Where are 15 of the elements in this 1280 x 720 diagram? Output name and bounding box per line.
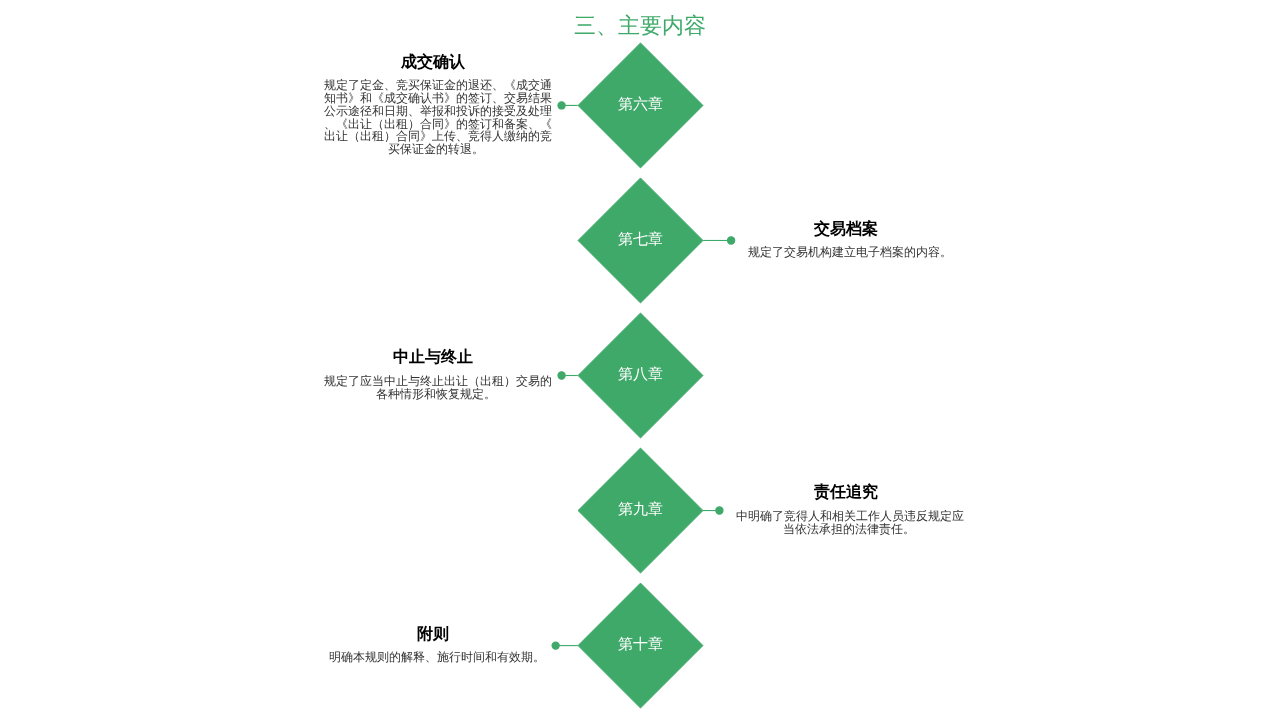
node-diamond: 第十章 xyxy=(577,582,703,709)
node-diamond: 第九章 xyxy=(577,447,703,574)
node-text: 附则 明确本规则的解释、施行时间和有效期。 xyxy=(328,623,545,665)
node-diamond: 第六章 xyxy=(577,42,703,169)
node-text: 成交确认 规定了定金、竞买保证金的退还、《成交通知书》和《成交确认书》的签订、交易结果公示途径和日期、举报和投诉的接受及处理、《出让（出租）合同》的签订和备案、《出让（出租）合同》上传、竞得人缴纳的竞买保证金的转退。 xyxy=(323,51,552,157)
connector xyxy=(701,236,735,245)
connector xyxy=(556,371,578,380)
connector xyxy=(556,101,578,110)
connector xyxy=(550,641,578,650)
node-diamond: 第七章 xyxy=(577,177,703,304)
diagram-title: 三、主要内容 xyxy=(574,13,706,39)
node-text: 中止与终止 规定了应当中止与终止出让（出租）交易的各种情形和恢复规定。 xyxy=(323,347,552,401)
node-diamond: 第八章 xyxy=(577,312,703,439)
node-text: 责任追究 中明确了竞得人和相关工作人员违反规定应当依法承担的法律责任。 xyxy=(735,482,964,536)
node-text: 交易档案 规定了交易机构建立电子档案的内容。 xyxy=(747,218,952,260)
